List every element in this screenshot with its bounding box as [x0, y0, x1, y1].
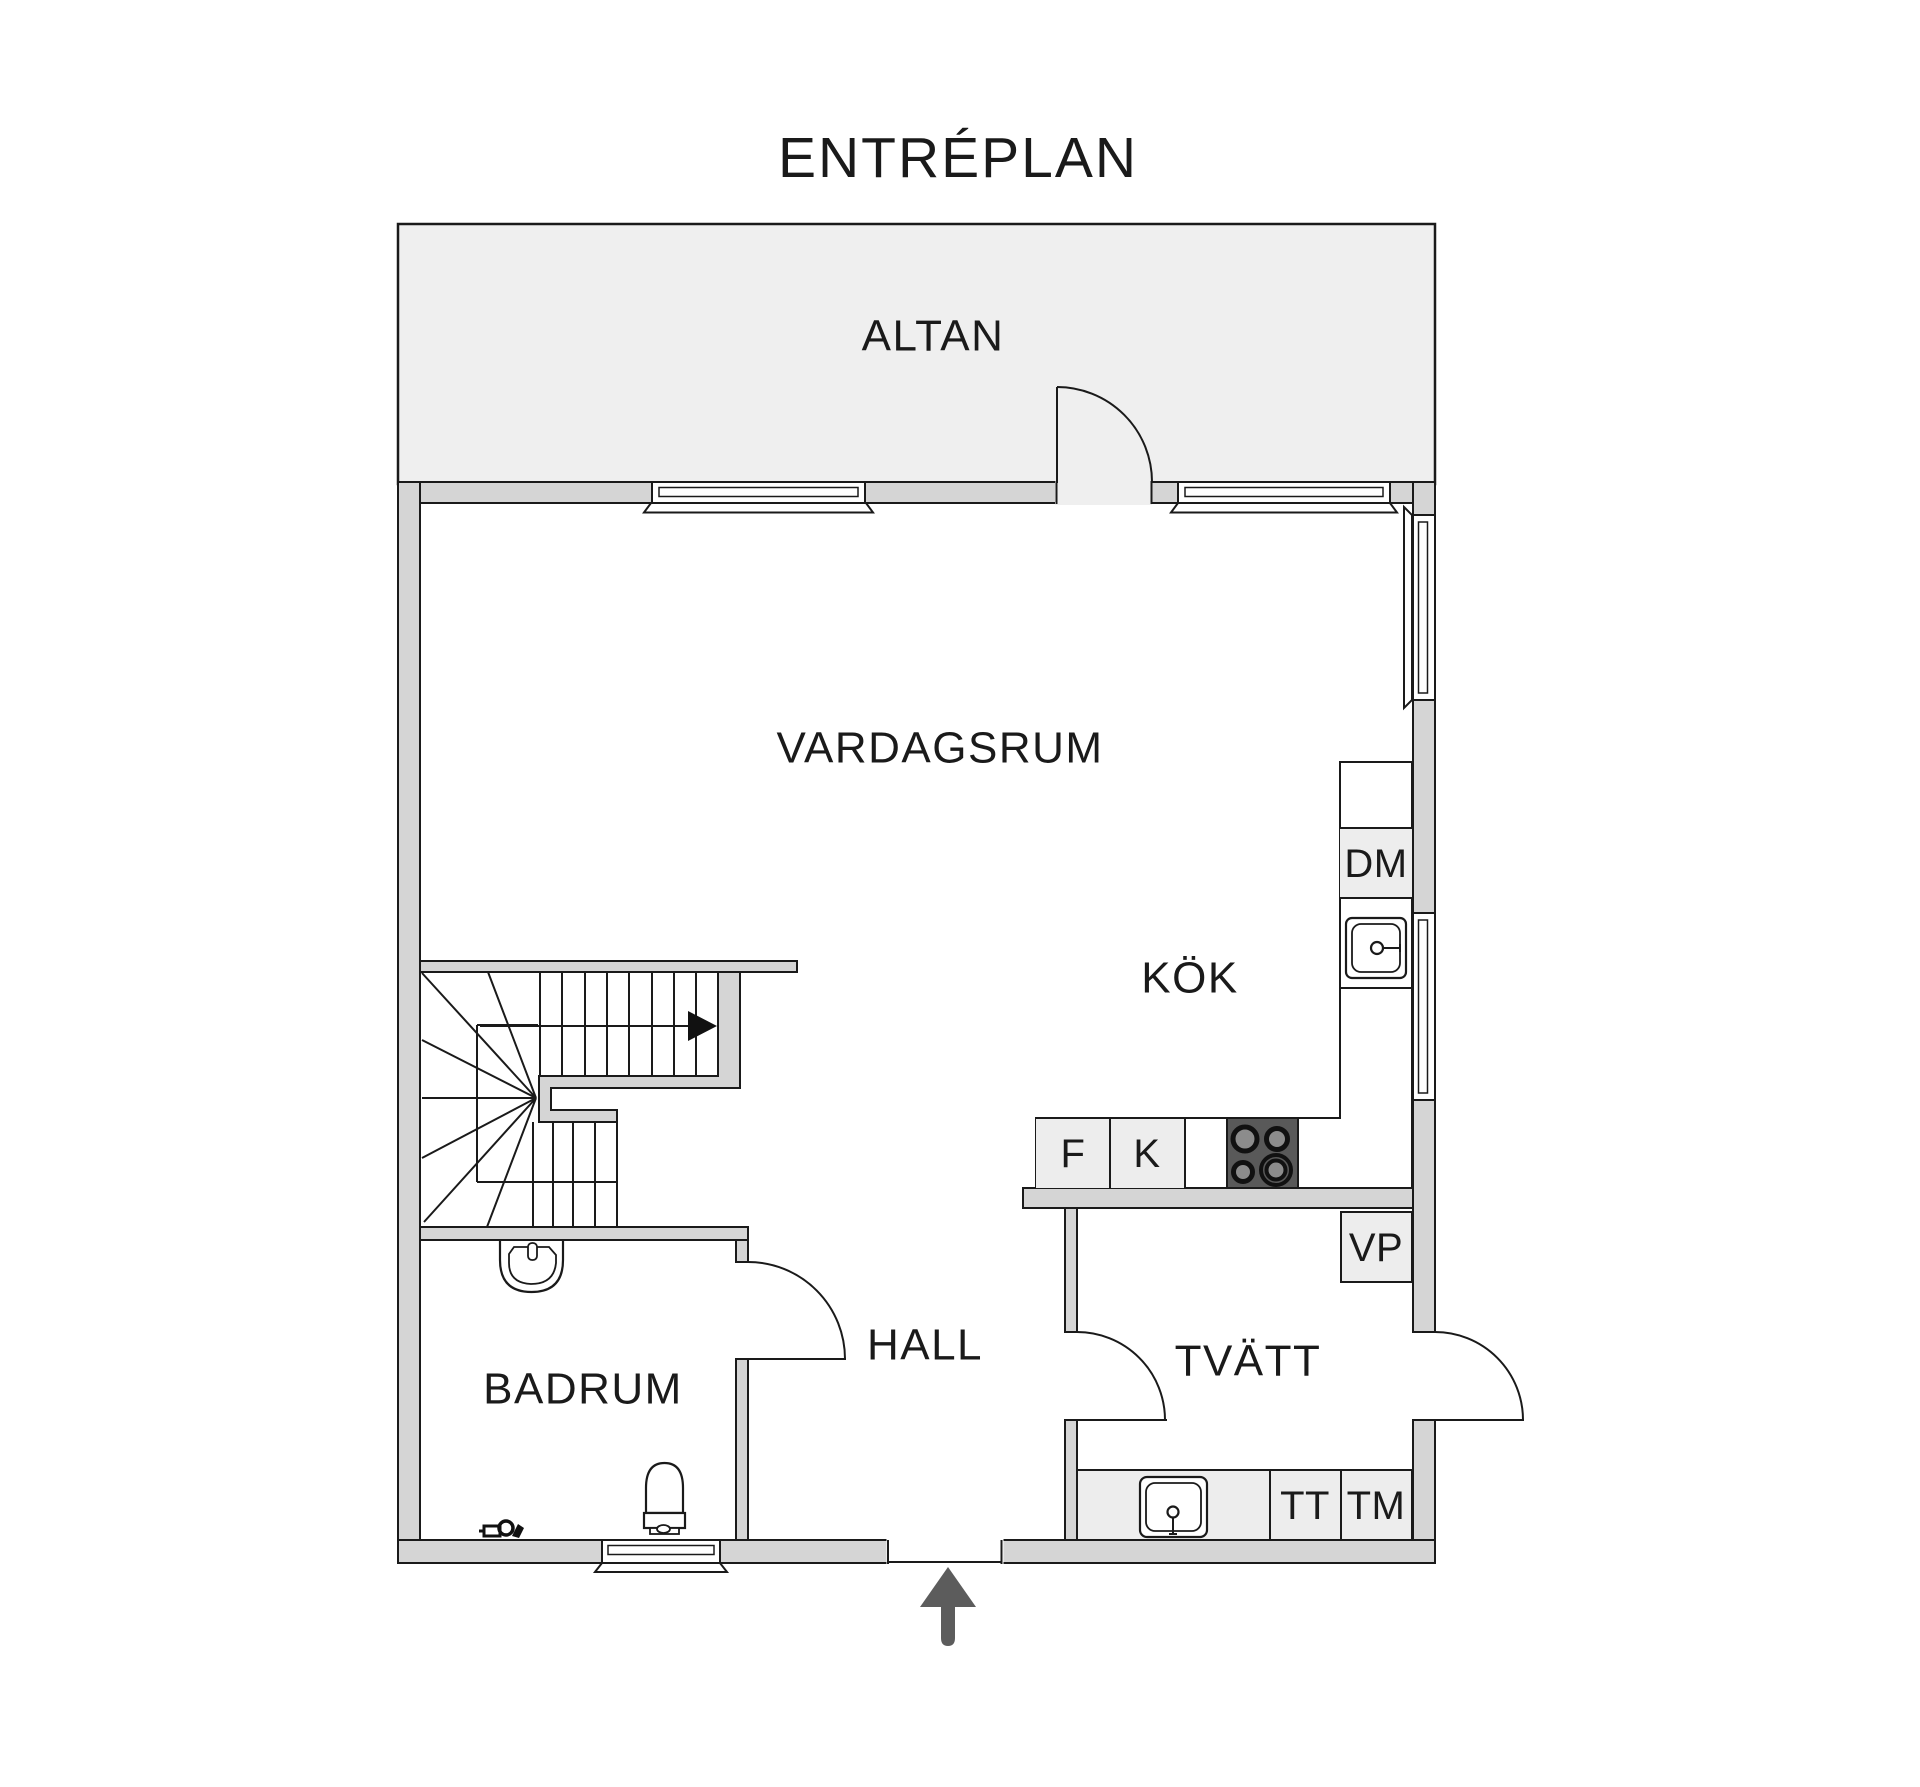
stair-winder-lines: [421, 971, 617, 1228]
tt-label: TT: [1280, 1484, 1330, 1528]
vp-label: VP: [1349, 1226, 1403, 1270]
kitchen-laundry-wall: [1022, 1187, 1414, 1209]
side-exit-door: [1434, 1331, 1524, 1421]
stair-bottom-wall: [419, 1226, 749, 1241]
bathroom-right-wall-lower: [735, 1358, 749, 1541]
stove: [1226, 1117, 1299, 1189]
burner-icon: [1230, 1124, 1260, 1154]
altan-label: ALTAN: [862, 312, 1005, 361]
tvatt-label: TVÄTT: [1175, 1337, 1322, 1386]
f-label: F: [1061, 1132, 1086, 1176]
dishwasher-cell: [1340, 828, 1412, 898]
bathroom-right-wall-upper: [735, 1239, 749, 1263]
laundry-door: [1076, 1331, 1167, 1421]
laundry-left-wall-upper: [1064, 1207, 1078, 1333]
staircase: [421, 971, 741, 1228]
k-label: K: [1133, 1132, 1160, 1176]
bathroom: BADRUM: [479, 1241, 687, 1538]
laundry-counter: [1076, 1469, 1413, 1541]
stair-top-wall: [419, 960, 798, 973]
kitchen-sink-icon: [1344, 916, 1408, 980]
altan-door-opening: [1055, 480, 1153, 505]
stair-divider-wall: [538, 971, 741, 1123]
stair-direction-arrow: [480, 1011, 717, 1041]
tm-label: TM: [1347, 1484, 1406, 1528]
toilet-icon: [642, 1461, 687, 1535]
bathroom-door: [747, 1261, 846, 1360]
window-right-upper: [1403, 504, 1436, 711]
stair-treads-lower: [532, 1110, 618, 1227]
heat-pump-unit: [1340, 1211, 1413, 1283]
burner-icon: [1259, 1153, 1293, 1187]
window-bottom-bathroom: [592, 1539, 730, 1573]
entry-opening: [886, 1539, 1004, 1566]
freezer-cell: [1110, 1118, 1185, 1188]
stair-treads-upper: [539, 972, 697, 1076]
window-top-right: [1169, 481, 1399, 514]
right-door-opening: [1412, 1331, 1437, 1421]
floor-drain-icon: [479, 1519, 524, 1538]
laundry-sink-icon: [1138, 1475, 1209, 1539]
altan-door: [1056, 386, 1153, 483]
interior-walls: [419, 960, 1414, 1541]
dm-label: DM: [1344, 842, 1407, 886]
bathroom-sink-icon: [498, 1241, 565, 1294]
page-title: ENTRÉPLAN: [778, 126, 1138, 190]
altan-floor: [396, 222, 1437, 486]
laundry-left-wall-lower: [1064, 1419, 1078, 1541]
kok-label: KÖK: [1141, 954, 1238, 1003]
room-altan: ALTAN: [396, 222, 1437, 486]
doors: [747, 386, 1524, 1421]
fridge-cell: [1036, 1118, 1110, 1188]
laundry-room: VP TT TM TVÄTT: [1076, 1211, 1413, 1541]
burner-icon: [1231, 1160, 1255, 1184]
badrum-label: BADRUM: [483, 1365, 683, 1414]
burner-icon: [1264, 1126, 1290, 1152]
burner-icon: [1264, 1158, 1288, 1182]
entry-arrow-icon: [920, 1567, 976, 1646]
vardagsrum-label: VARDAGSRUM: [776, 724, 1103, 773]
hall-label: HALL: [867, 1321, 983, 1370]
window-top-left: [642, 481, 875, 514]
kitchen: DM F K KÖK: [1035, 761, 1413, 1189]
